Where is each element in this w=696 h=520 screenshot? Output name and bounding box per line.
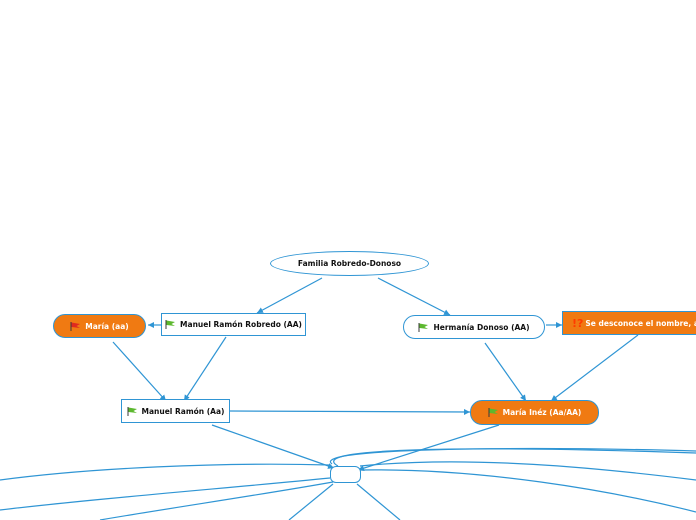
edge-root-hermania: [377, 277, 451, 316]
green-flag-icon: [418, 322, 429, 332]
edge-hub-right-4: [359, 469, 696, 513]
node-hub[interactable]: [330, 466, 361, 483]
green-flag-icon: [127, 406, 138, 416]
node-maria[interactable]: María (aa): [53, 314, 146, 338]
green-flag-icon: [165, 320, 176, 329]
node-manuel-ramon[interactable]: Manuel Ramón (Aa): [121, 399, 230, 423]
edge-root-manuel-robredo: [256, 277, 323, 314]
edge-hub-left-1: [0, 463, 331, 481]
edge-hub-right-3: [359, 461, 696, 481]
edge-hub-down-1: [288, 483, 334, 520]
node-label: María Inéz (Aa/AA): [502, 408, 582, 417]
edge-hub-right-2: [329, 447, 696, 465]
red-flag-icon: [70, 321, 81, 331]
node-maria-inez[interactable]: María Inéz (Aa/AA): [470, 400, 599, 425]
node-manuel-ramon-robredo[interactable]: Manuel Ramón Robredo (AA): [161, 313, 306, 336]
edge-unknown-maria-inez: [550, 334, 639, 402]
edge-hermania-maria-inez: [484, 342, 527, 402]
node-label: Manuel Ramón Robredo (AA): [180, 320, 302, 329]
node-label: María (aa): [85, 321, 129, 331]
node-label: Se desconoce el nombre, apo: [585, 318, 696, 328]
edge-hub-left-3: [99, 481, 334, 520]
edge-manuel-ramon-hub: [211, 424, 335, 469]
green-flag-icon: [488, 408, 499, 417]
edge-manuel-ramon-maria-inez: [229, 408, 471, 415]
edge-maria-inez-hub: [357, 424, 500, 472]
node-label: Manuel Ramón (Aa): [141, 406, 225, 416]
edge-hub-down-2: [356, 483, 401, 520]
node-root[interactable]: Familia Robredo-Donoso: [270, 251, 429, 276]
edge-hub-left-2: [0, 477, 331, 511]
node-hermania-donoso[interactable]: Hermanía Donoso (AA): [403, 315, 545, 339]
node-unknown-name[interactable]: !? Se desconoce el nombre, apo: [562, 311, 696, 335]
node-label: Familia Robredo-Donoso: [297, 259, 402, 268]
edge-manuel-robredo-manuel-ramon: [183, 336, 227, 402]
node-label: Hermanía Donoso (AA): [433, 322, 530, 332]
edge-maria-manuel-ramon: [112, 341, 167, 402]
exclamation-question-icon: !?: [572, 316, 584, 330]
